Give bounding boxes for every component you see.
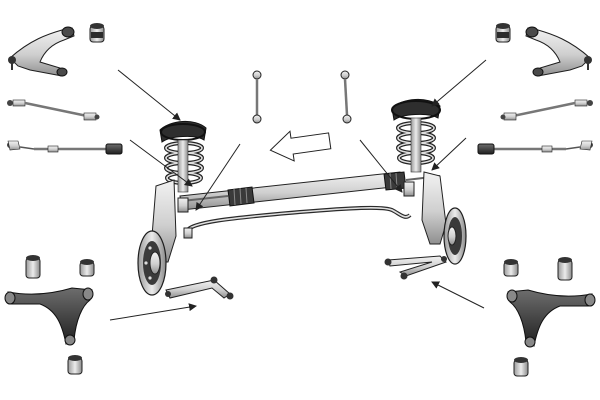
bushing-left-a	[25, 255, 41, 279]
bushing-right-c	[513, 357, 529, 377]
lower-control-arm-left	[4, 255, 95, 375]
steering-rack	[179, 171, 441, 211]
wheel-hub-right	[443, 207, 467, 265]
front-axle-assembly	[137, 99, 467, 300]
stabilizer-link-right	[340, 70, 352, 124]
control-arm-bushing-left-top	[89, 23, 105, 43]
leader-line	[431, 281, 485, 309]
leader-line	[431, 59, 487, 107]
steering-knuckle-right	[403, 171, 447, 245]
leader-line	[431, 137, 467, 171]
lower-control-arm-right	[503, 257, 596, 377]
strut-spring-right	[391, 99, 441, 173]
inner-tie-rod-left	[7, 140, 123, 155]
leader-line	[109, 303, 197, 321]
tie-rod-end-left	[7, 99, 100, 121]
stabilizer-link-left	[252, 70, 262, 124]
lower-arm-right-installed	[384, 255, 447, 280]
leader-line	[129, 139, 193, 187]
direction-arrow	[269, 130, 332, 162]
bushing-right-b	[503, 259, 519, 277]
bushing-right-a	[557, 257, 573, 281]
bushing-left-b	[79, 259, 95, 277]
tie-rod-end-right	[500, 99, 593, 121]
rack-boot-left	[227, 186, 255, 207]
lower-arm-left-installed	[165, 276, 234, 300]
strut-spring-left	[159, 121, 207, 193]
wheel-hub-left	[137, 230, 167, 296]
leader-lines	[109, 59, 487, 321]
control-arm-bushing-right-top	[495, 23, 511, 43]
upper-control-arm-right	[525, 26, 592, 77]
leader-line	[117, 69, 181, 121]
rack-boot-right	[383, 171, 407, 191]
upper-control-arm-left	[8, 26, 75, 77]
inner-tie-rod-right	[477, 140, 593, 155]
leader-line	[359, 139, 403, 193]
bushing-left-c	[67, 355, 83, 375]
leader-line	[195, 143, 241, 211]
